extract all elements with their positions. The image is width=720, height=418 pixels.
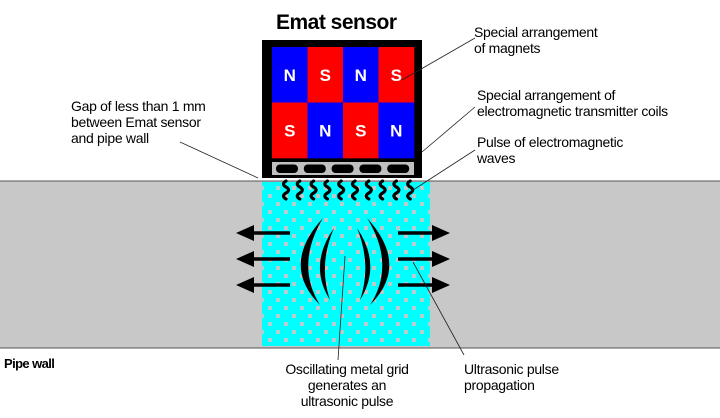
magnet-pole-label: S <box>355 121 366 140</box>
label-magnets: Special arrangement of magnets <box>474 24 598 56</box>
arrow-left-head <box>236 225 254 241</box>
em-wave <box>350 179 360 201</box>
arrow-right-head <box>432 277 450 293</box>
crescent-inner-left <box>319 228 334 300</box>
transmitter-coil <box>303 164 326 173</box>
label-propagation-line: Ultrasonic pulse <box>464 361 559 377</box>
label-grid-line: generates an <box>307 377 387 393</box>
leader-magnets <box>401 37 476 81</box>
magnet-north <box>272 47 308 103</box>
magnet-south <box>272 102 308 159</box>
crescent-outer-left <box>300 218 323 305</box>
arrow-left-head <box>236 251 254 267</box>
leader-coils <box>421 106 476 153</box>
magnet-pole-label: S <box>284 121 295 140</box>
ultrasonic-pulse-shape <box>300 218 390 305</box>
magnet-north <box>343 47 379 103</box>
magnet-pole-label: S <box>320 66 331 85</box>
leader-propagation <box>412 261 465 356</box>
em-wave-group <box>281 179 415 201</box>
arrow-right-head <box>432 225 450 241</box>
label-coils-line: electromagnetic transmitter coils <box>477 103 668 119</box>
diagram-title: Emat sensor <box>276 11 397 34</box>
transmitter-coil <box>359 164 382 173</box>
arrow-left-head <box>236 277 254 293</box>
magnet-north <box>307 102 344 159</box>
magnet-pole-label: N <box>355 66 367 85</box>
magnet-south <box>343 102 379 159</box>
label-pulse-line: Pulse of electromagnetic <box>477 134 624 150</box>
magnet-south <box>307 47 344 103</box>
em-wave <box>309 179 318 201</box>
magnet-north <box>378 102 415 159</box>
label-propagation: Ultrasonic pulse propagation <box>464 361 559 393</box>
label-gap: Gap of less than 1 mm between Emat senso… <box>71 98 206 146</box>
magnet-pole-label: N <box>319 121 331 140</box>
label-grid: Oscillating metal grid generates an ultr… <box>262 361 432 409</box>
label-pulse-line: waves <box>477 150 516 166</box>
label-magnets-line: of magnets <box>474 40 541 56</box>
em-wave <box>378 179 387 201</box>
em-wave <box>337 179 346 201</box>
label-pulse: Pulse of electromagnetic waves <box>477 134 623 166</box>
magnet-pole-label: N <box>284 66 296 85</box>
label-gap-line: Gap of less than 1 mm <box>71 98 206 114</box>
label-grid-line: ultrasonic pulse <box>300 393 394 409</box>
em-wave <box>323 179 332 201</box>
leader-gap <box>179 141 259 179</box>
leader-grid <box>337 255 346 361</box>
magnet-pole-label: N <box>390 121 402 140</box>
em-wave <box>281 179 291 201</box>
label-coils-line: Special arrangement of <box>477 87 616 103</box>
label-magnets-line: Special arrangement <box>474 24 598 40</box>
magnet-pole-label: S <box>391 66 402 85</box>
magnet-array: N S N S S N S N <box>272 47 415 159</box>
em-wave <box>392 179 401 201</box>
crescent-outer-right <box>367 218 390 305</box>
metal-grid <box>262 182 430 346</box>
propagation-arrows <box>236 225 450 293</box>
magnet-south <box>378 47 415 103</box>
transmitter-coil <box>331 164 354 173</box>
label-grid-line: Oscillating metal grid <box>285 361 409 377</box>
label-gap-line: and pipe wall <box>71 130 149 146</box>
transmitter-coil <box>276 164 298 173</box>
coil-group <box>276 164 410 173</box>
crescent-inner-right <box>357 228 371 300</box>
label-propagation-line: propagation <box>464 377 535 393</box>
leader-pulse <box>409 149 476 193</box>
em-wave <box>364 179 373 201</box>
arrow-right-head <box>432 251 450 267</box>
em-wave <box>295 179 304 201</box>
label-coils: Special arrangement of electromagnetic t… <box>477 87 668 119</box>
label-gap-line: between Emat sensor <box>71 114 201 130</box>
label-pipe-wall: Pipe wall <box>4 356 55 371</box>
transmitter-coil <box>387 164 410 173</box>
